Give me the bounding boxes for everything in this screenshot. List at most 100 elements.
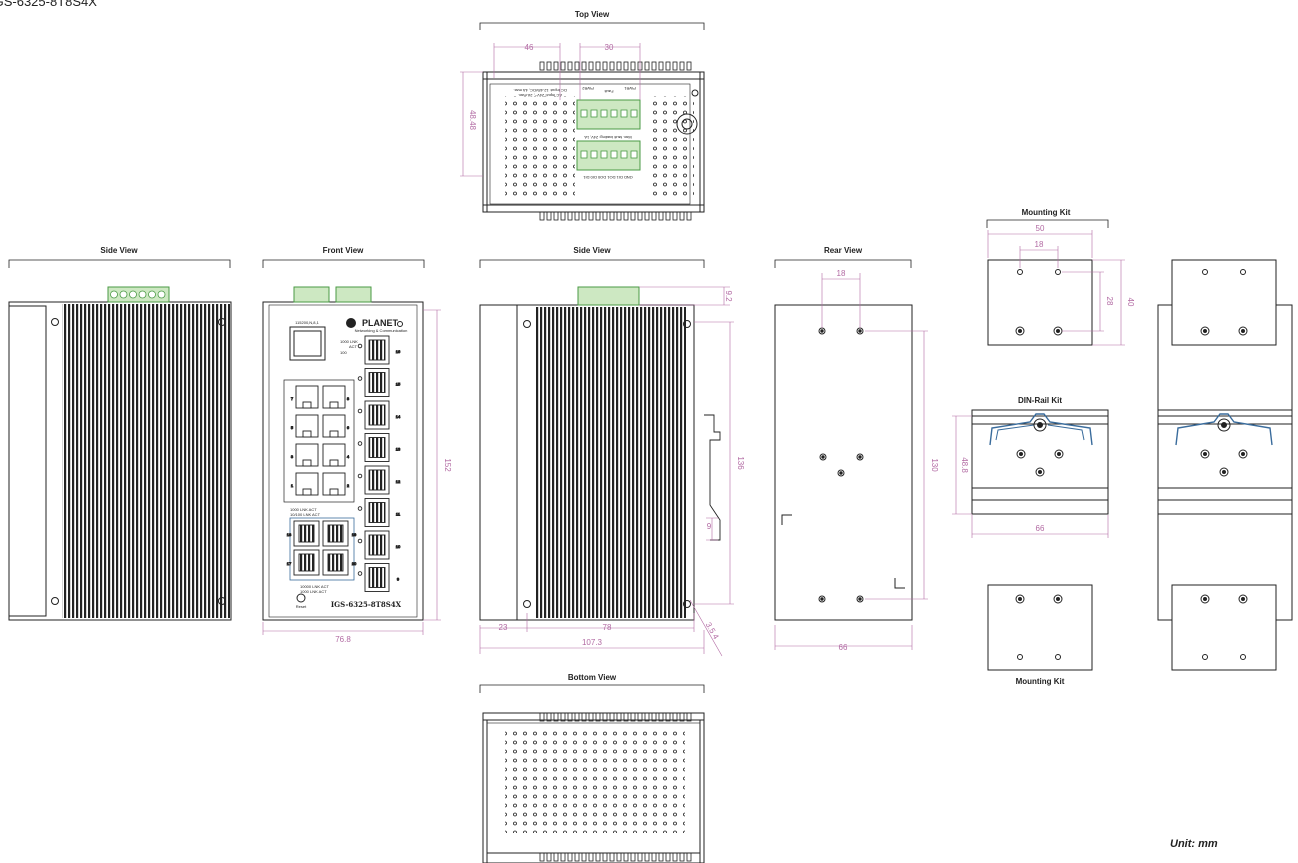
sfp-port-label: 10 [396, 544, 401, 549]
mounting-kit-bottom [987, 584, 1093, 671]
sfp-led [357, 506, 363, 511]
rj45-port-label: 6 [347, 425, 350, 430]
rear-dims [774, 273, 928, 650]
dim-mk-28: 28 [1105, 297, 1114, 306]
sfp-cage [368, 534, 386, 556]
dim-side-136: 136 [736, 456, 745, 470]
reset-label: Reset [296, 604, 307, 609]
unit-label: Unit: mm [1170, 838, 1218, 850]
sfp-port-label: 12 [396, 479, 401, 484]
dim-top-4848: 48.48 [468, 110, 477, 131]
sfp-led [357, 441, 363, 446]
terminal-screw [129, 290, 137, 299]
led-100-label: 100 [340, 350, 347, 355]
bottom-view-crenellations [539, 712, 692, 862]
mounting-kit-top [987, 259, 1093, 346]
terminal-slot [580, 150, 588, 159]
terminal-slot [630, 150, 638, 159]
sfp-port-label: 15 [396, 382, 401, 387]
terminal-slot [600, 150, 608, 159]
terminal-slot [590, 150, 598, 159]
terminal-screw [148, 290, 156, 299]
sfp-led [357, 473, 363, 479]
view-titles [8, 22, 1109, 693]
dim-rear-130: 130 [930, 458, 939, 472]
dim-mk-18: 18 [1035, 240, 1044, 249]
front-view [262, 286, 424, 621]
brand-sub-label: Networking & Communication [355, 328, 408, 333]
rj45-latch [302, 488, 312, 496]
sfp-plus-port-label: 19 [352, 532, 357, 537]
legend-line-4: 1000 LNK ACT [300, 589, 327, 594]
rj45-latch [302, 401, 312, 409]
led-1000-label: 1000 [340, 339, 350, 344]
sfp-cage [368, 404, 386, 426]
sfp-port-label: 9 [397, 577, 400, 582]
sfp-cage [368, 437, 386, 458]
dim-side-9: 9 [707, 522, 712, 531]
sfp-cage [368, 469, 386, 491]
sfp-plus-port-label: 20 [352, 561, 357, 566]
rj45-port-label: 2 [347, 483, 350, 488]
assembled-kit [1157, 259, 1293, 671]
sfp-cage [368, 567, 386, 588]
rj45-latch [302, 430, 312, 438]
brand-label: PLANET [362, 318, 399, 328]
side-view-right-title: Side View [573, 246, 611, 255]
dim-din-488: 48.8 [960, 457, 969, 473]
front-dims [262, 309, 441, 635]
dim-top-30: 30 [605, 43, 614, 52]
terminal-screw [119, 290, 128, 299]
side-left-terminals [110, 290, 166, 299]
sfp-led [357, 538, 363, 544]
dim-mk-50: 50 [1036, 224, 1045, 233]
led-lnk-label: LNK [350, 339, 358, 344]
front-labels: 115200,N,8,1 PLANET Networking & Communi… [290, 318, 407, 609]
legend-line-2: 10/100 LNK ACT [290, 512, 321, 517]
terminal-screw [138, 290, 147, 299]
dim-side-23: 23 [499, 623, 508, 632]
rj45-latch [329, 459, 339, 467]
console-sub-label: 115200,N,8,1 [295, 320, 319, 325]
led-act-label: ACT [349, 344, 358, 349]
dim-top-46: 46 [525, 43, 534, 52]
sfp-port-label: 13 [396, 447, 401, 452]
terminal-screw [110, 290, 118, 299]
sfp-led [357, 571, 363, 576]
rj45-port-label: 5 [291, 425, 294, 430]
sfp-led [357, 343, 363, 349]
dim-din-66: 66 [1036, 524, 1045, 533]
sfp-plus-port-label: 17 [287, 561, 292, 566]
sfp-plus-cage [327, 524, 344, 543]
sfp-port-label: 11 [396, 512, 401, 517]
dim-side-78: 78 [603, 623, 612, 632]
terminal-slot [620, 150, 628, 159]
rj45-port-label: 1 [291, 483, 294, 488]
mounting-kit-top-dims [987, 230, 1125, 346]
top-view-title: Top View [575, 10, 610, 19]
dc-input-label: DC Input: 12-48VDC, 4A max. [513, 88, 566, 93]
terminal-slot [630, 109, 638, 118]
front-model-label: IGS-6325-8T8S4X [331, 600, 402, 609]
legend-line-3: 10000 LNK ACT [300, 584, 329, 589]
rj45-port-label: 8 [347, 396, 350, 401]
top-view-dims [460, 43, 641, 177]
side-view-left-title: Side View [100, 246, 138, 255]
sfp-port-label: 14 [396, 414, 401, 419]
din-rail-kit [971, 409, 1109, 515]
rj45-port-label: 4 [347, 454, 350, 459]
top-view-crenellations [539, 61, 692, 221]
dim-side-diam: 3.5 4 [704, 621, 721, 641]
sfp-cage [368, 339, 386, 361]
sfp-plus-cage [327, 553, 344, 572]
pwr2-label: PWR2 [581, 86, 593, 91]
ac-input-label: AC Input: 24V~, 2A max. [518, 93, 562, 98]
fault-label: Fault [604, 89, 614, 94]
sfp-plus-cage [298, 524, 315, 543]
front-view-title: Front View [323, 246, 365, 255]
dim-side-1073: 107.3 [582, 638, 603, 647]
